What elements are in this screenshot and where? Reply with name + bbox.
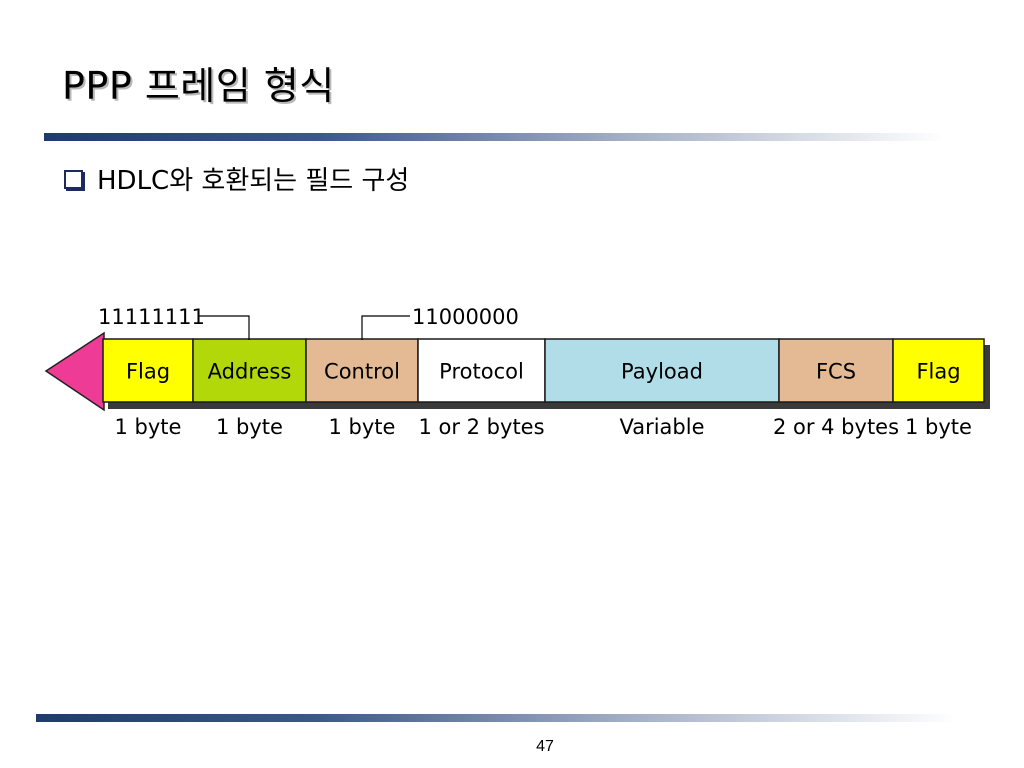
- field-label-3: Protocol: [439, 360, 524, 384]
- field-label-5: FCS: [816, 360, 856, 384]
- address-callout-line: [198, 315, 250, 340]
- field-sizes: 1 byte 1 byte 1 byte 1 or 2 bytes Variable 2 …: [115, 415, 972, 439]
- checkbox-bullet-icon: [64, 170, 83, 189]
- field-box-payload-4: [544, 338, 780, 403]
- page-number: 47: [536, 738, 554, 755]
- direction-arrow-icon: [44, 331, 105, 412]
- field-box-fcs-5: [778, 338, 894, 403]
- field-label-0: Flag: [126, 360, 170, 384]
- bullet-item: HDLC와 호환되는 필드 구성: [64, 160, 409, 197]
- field-label-2: Control: [324, 360, 400, 384]
- field-size-1: 1 byte: [216, 415, 283, 439]
- field-size-4: Variable: [619, 415, 704, 439]
- slide-title: PPP 프레임 형식: [62, 64, 335, 108]
- address-value-label: 11111111: [98, 305, 205, 329]
- field-size-2: 1 byte: [329, 415, 396, 439]
- field-box-flag-0: [102, 338, 194, 403]
- field-box-flag-6: [892, 338, 985, 403]
- title-divider: [44, 133, 944, 141]
- field-label-6: Flag: [916, 360, 960, 384]
- frame-fields: Flag Address Control Protocol Payload FCS Flag: [102, 338, 985, 403]
- field-size-3: 1 or 2 bytes: [418, 415, 544, 439]
- field-label-1: Address: [208, 360, 292, 384]
- field-label-4: Payload: [621, 360, 703, 384]
- footer-divider: [36, 714, 956, 722]
- field-size-6: 1 byte: [905, 415, 972, 439]
- field-size-0: 1 byte: [115, 415, 182, 439]
- bullet-text: HDLC와 호환되는 필드 구성: [97, 166, 410, 196]
- control-value-label: 11000000: [412, 305, 519, 329]
- field-size-5: 2 or 4 bytes: [773, 415, 899, 439]
- control-callout-line: [361, 315, 410, 340]
